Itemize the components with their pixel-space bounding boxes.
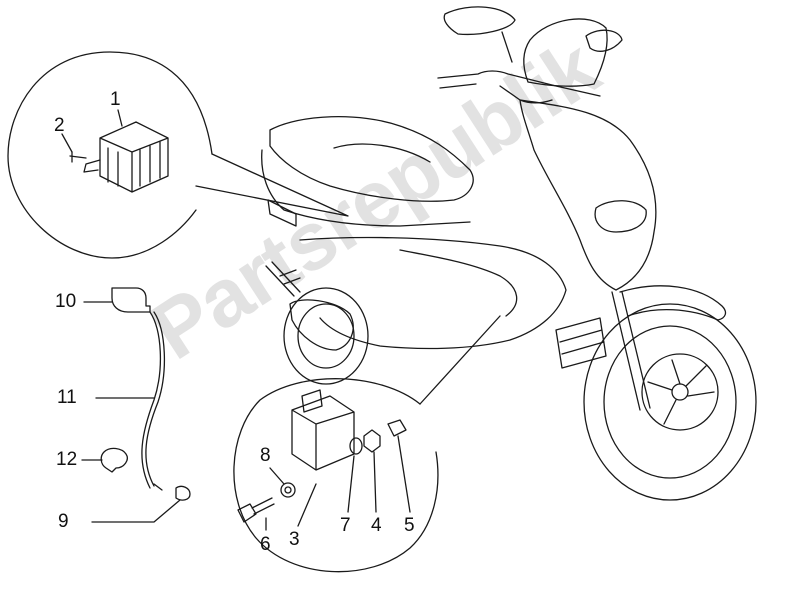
callout-5: 5: [404, 515, 415, 536]
callout-6: 6: [260, 534, 271, 555]
washer-part-7: [349, 437, 363, 455]
callout-9: 9: [58, 511, 69, 532]
leader-line-8: [269, 467, 285, 485]
scooter-exhaust: [289, 299, 354, 351]
leader-line-9: [91, 499, 181, 523]
scooter-mirror-right: [585, 29, 623, 52]
scooter-handlebar: [437, 70, 601, 104]
scooter-front-body: [519, 99, 657, 291]
scooter-rear-wheel: [283, 287, 369, 385]
spark-plug-cap-10: [111, 287, 151, 313]
nut-part-4: [363, 429, 381, 453]
scooter-headlight: [594, 200, 647, 233]
washer-part-8: [280, 482, 296, 498]
leader-line-1: [117, 109, 123, 127]
callout-2: 2: [54, 115, 65, 136]
leader-line-3: [297, 483, 317, 527]
leader-line-4: [373, 451, 377, 513]
scooter-tail: [261, 149, 471, 227]
regulator-detail-circle: [7, 51, 213, 259]
scooter-body-side: [299, 236, 567, 350]
clip-part-12: [100, 447, 128, 473]
callout-4: 4: [371, 515, 382, 536]
cdi-detail-group: [233, 315, 501, 573]
scooter-front-fender: [619, 285, 727, 321]
callout-7: 7: [340, 515, 351, 536]
scooter-grille: [555, 317, 607, 369]
scooter-front-wheel: [583, 303, 757, 501]
scooter-seat: [269, 116, 474, 202]
callout-11: 11: [57, 387, 77, 408]
callout-12: 12: [56, 449, 78, 470]
scooter-illustration: [261, 6, 757, 501]
regulator-detail-leader: [195, 153, 349, 217]
scooter-brake-disc: [641, 353, 719, 431]
ht-cable-11: [141, 311, 166, 489]
cdi-unit-part-3: [291, 395, 355, 471]
cdi-detail-leader: [419, 315, 501, 405]
callout-3: 3: [289, 529, 300, 550]
callout-8: 8: [260, 445, 271, 466]
left-parts-group: [81, 287, 191, 523]
scooter-front-fork: [611, 291, 651, 411]
callout-1: 1: [110, 89, 121, 110]
scooter-mirror-left: [443, 6, 516, 63]
scooter-rear-shock: [265, 261, 301, 297]
spacer-part-5: [387, 419, 407, 437]
leader-line-2: [61, 133, 73, 153]
bolt-part-6: [237, 497, 275, 523]
leader-line-7: [347, 455, 355, 513]
regulator-part-1: [99, 121, 169, 193]
cable-end-part-9: [153, 483, 191, 501]
regulator-detail-group: [7, 51, 349, 259]
cdi-detail-circle: [233, 378, 439, 573]
leader-line-5: [397, 435, 411, 513]
scooter-windshield: [523, 18, 608, 87]
screw-part-2: [69, 151, 87, 163]
callout-10: 10: [55, 291, 77, 312]
